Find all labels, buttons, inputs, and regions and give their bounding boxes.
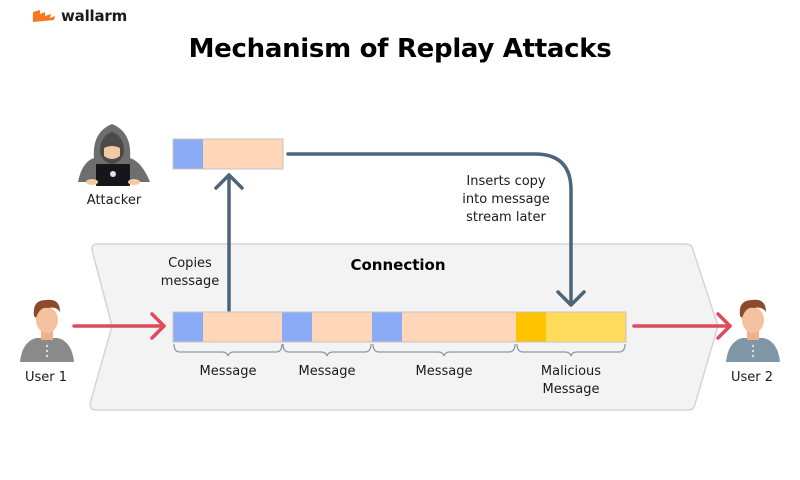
- packet-header: [173, 139, 203, 169]
- message-label: Message: [199, 364, 257, 379]
- copied-message-packet: [172, 138, 284, 170]
- message-stream: [172, 311, 627, 343]
- message-braces: [173, 343, 626, 357]
- user2-avatar-icon: [726, 299, 780, 362]
- inbound-flow-arrow: [72, 312, 166, 340]
- insert-arrow: [286, 152, 586, 307]
- user2-label: User 2: [730, 370, 774, 385]
- page-title: Mechanism of Replay Attacks: [188, 34, 612, 64]
- attacker-label: Attacker: [86, 193, 142, 208]
- inserts-annotation: Inserts copy into message stream later: [446, 173, 566, 227]
- copy-arrow: [214, 173, 244, 312]
- malicious-line-2: Message: [542, 382, 600, 397]
- packet-body: [203, 139, 283, 169]
- wallarm-flag-icon: [33, 10, 55, 22]
- copies-line-1: Copies: [168, 256, 212, 271]
- user1-avatar-icon: [20, 299, 74, 362]
- inserts-line-3: stream later: [466, 210, 546, 225]
- malicious-message-label: Malicious Message: [521, 363, 621, 399]
- wallarm-logo: wallarm: [32, 6, 127, 26]
- inserts-line-1: Inserts copy: [466, 174, 546, 189]
- outbound-flow-arrow: [632, 312, 732, 340]
- connection-label: Connection: [350, 256, 446, 274]
- message-label: Message: [415, 364, 473, 379]
- copies-line-2: message: [160, 274, 220, 289]
- copies-annotation: Copies message: [150, 255, 230, 291]
- message-label: Message: [298, 364, 356, 379]
- user1-label: User 1: [24, 370, 68, 385]
- attacker-icon: [78, 124, 150, 186]
- malicious-line-1: Malicious: [540, 364, 602, 379]
- inserts-line-2: into message: [462, 192, 550, 207]
- brand-name: wallarm: [61, 7, 128, 25]
